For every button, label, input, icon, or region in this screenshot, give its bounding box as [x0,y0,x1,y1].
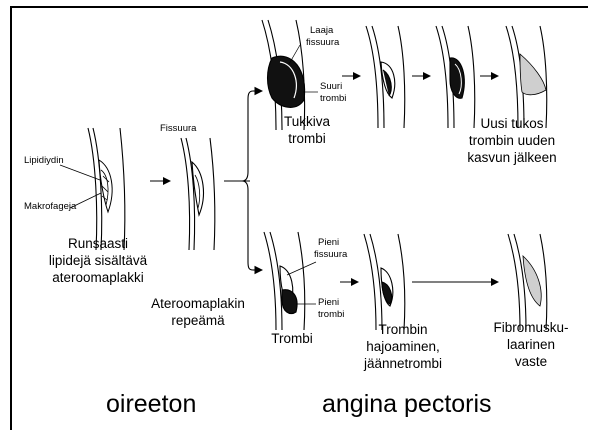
label-rupture-line-2: repeämä [171,313,224,329]
label-makrofageja: Makrofageja [24,202,76,213]
pointer-pieni-fissuura [287,262,316,275]
label-tukkiva-line-2: trombi [288,131,326,147]
label-lipidiydin: Lipidiydin [24,156,64,167]
label-trombi: Trombi [271,331,313,347]
vessel-fibromuscular [508,234,547,330]
branch-bracket [224,91,262,270]
label-pieni-fissuura-line-1: Pieni [318,238,339,249]
vessel-top-healing [366,26,405,128]
label-uusi-tukos-line-2: trombin uuden [469,133,555,149]
label-laaja-fissuura-line-1: Laaja [310,26,333,37]
label-hajoaminen-line-2: hajoaminen, [366,339,440,355]
vessel-plaque-fissure [181,138,215,250]
label-pieni-trombi-line-2: trombi [318,310,344,321]
label-pieni-trombi-line-1: Pieni [318,298,339,309]
label-fissuura: Fissuura [160,124,196,135]
label-uusi-tukos-line-3: kasvun jälkeen [467,150,556,166]
vessel-plaque-lipid-rich [88,128,125,250]
vessel-thrombus-dissolving [364,234,405,330]
vessel-top-new-occlusion [506,26,547,128]
pointer-laaja-fissuura [289,45,300,64]
vessel-top-recurrent [436,26,475,128]
label-fibro-line-2: laarinen [507,337,555,353]
label-fibro-line-3: vaste [515,354,547,370]
label-suuri-trombi-line-1: Suuri [320,82,342,93]
label-rupture-line-1: Ateroomaplakin [151,296,245,312]
label-uusi-tukos-line-1: Uusi tukos [480,116,543,132]
label-hajoaminen-line-3: jäännetrombi [364,356,442,372]
caption-angina-pectoris: angina pectoris [322,392,492,417]
label-plaque-line-1: Runsaasti [68,236,128,252]
caption-oireeton: oireeton [106,392,196,417]
label-hajoaminen-line-1: Trombin [378,322,427,338]
label-suuri-trombi-line-2: trombi [320,94,346,105]
label-laaja-fissuura-line-2: fissuura [306,38,339,49]
vessel-small-thrombus [264,232,305,330]
label-plaque-line-2: lipidejä sisältävä [49,253,147,269]
label-fibro-line-1: Fibromusku- [493,320,568,336]
label-tukkiva-line-1: Tukkiva [284,114,330,130]
label-pieni-fissuura-line-2: fissuura [314,250,347,261]
label-plaque-line-3: ateroomaplakki [52,270,144,286]
